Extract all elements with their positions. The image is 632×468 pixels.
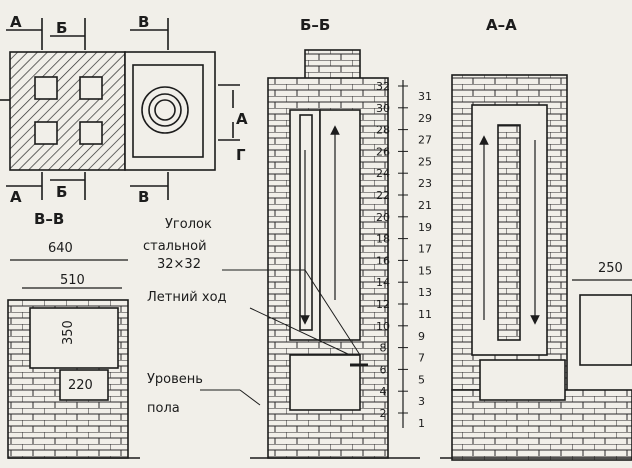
scale-label-odd: 5 [418, 373, 425, 386]
annotation-summer-flue: Летний ход [147, 290, 227, 305]
section-b-b [250, 49, 420, 459]
scale-label-even: 14 [376, 276, 390, 289]
scale-label-even: 16 [376, 254, 390, 267]
label-v-top: В [138, 13, 149, 31]
scale-label-odd: 31 [418, 90, 432, 103]
annotation-floor-level-1: Уровень [147, 372, 203, 387]
label-v-bottom: В [138, 188, 149, 206]
scale-label-odd: 29 [418, 112, 432, 125]
scale-label-odd: 17 [418, 243, 432, 256]
scale-label-even: 28 [376, 124, 390, 137]
scale-label-even: 32 [376, 80, 390, 93]
label-b-top: Б [56, 19, 67, 37]
annotation-corner-2: стальной [143, 239, 207, 254]
section-label-b-b: Б–Б [300, 16, 330, 34]
scale-label-odd: 27 [418, 134, 432, 147]
scale-label-odd: 19 [418, 221, 432, 234]
section-label-a-a: А–А [486, 16, 517, 34]
plan-view [0, 18, 240, 200]
dimension-250: 250 [598, 261, 623, 276]
scale-label-odd: 11 [418, 308, 432, 321]
dimension-220: 220 [68, 378, 93, 393]
scale-label-odd: 13 [418, 286, 432, 299]
label-a-top: А [10, 13, 22, 31]
scale-label-even: 24 [376, 167, 390, 180]
leader-lines [200, 269, 361, 406]
label-a-arrow: А [236, 110, 248, 128]
dimension-350: 350 [61, 320, 76, 345]
scale-label-even: 10 [376, 320, 390, 333]
scale-label-even: 18 [376, 233, 390, 246]
row-scale-labels: 3231302928272625242322212019181716151413… [376, 80, 432, 430]
section-v-v [7, 259, 140, 459]
annotation-corner-3: 32×32 [157, 257, 201, 272]
label-a-bottom: А [10, 188, 22, 206]
scale-label-even: 8 [380, 342, 387, 355]
scale-label-odd: 9 [418, 330, 425, 343]
scale-label-odd: 15 [418, 264, 432, 277]
dimension-510: 510 [60, 273, 85, 288]
scale-label-odd: 7 [418, 352, 425, 365]
label-g-arrow: Г [236, 146, 246, 164]
dimension-640: 640 [48, 241, 73, 256]
scale-label-odd: 3 [418, 395, 425, 408]
scale-label-odd: 21 [418, 199, 432, 212]
annotation-corner-1: Уголок [165, 217, 212, 232]
section-a-a [440, 74, 632, 461]
scale-label-even: 30 [376, 102, 390, 115]
scale-label-even: 20 [376, 211, 390, 224]
scale-label-even: 4 [380, 385, 387, 398]
scale-label-even: 12 [376, 298, 390, 311]
scale-label-even: 2 [380, 407, 387, 420]
scale-label-even: 26 [376, 145, 390, 158]
scale-label-even: 6 [380, 363, 387, 376]
section-label-v-v: В–В [34, 210, 64, 228]
scale-label-odd: 23 [418, 177, 432, 190]
annotation-floor-level-2: пола [147, 401, 180, 416]
scale-label-odd: 1 [418, 417, 425, 430]
label-b-bottom: Б [56, 183, 67, 201]
scale-label-even: 22 [376, 189, 390, 202]
scale-label-odd: 25 [418, 155, 432, 168]
